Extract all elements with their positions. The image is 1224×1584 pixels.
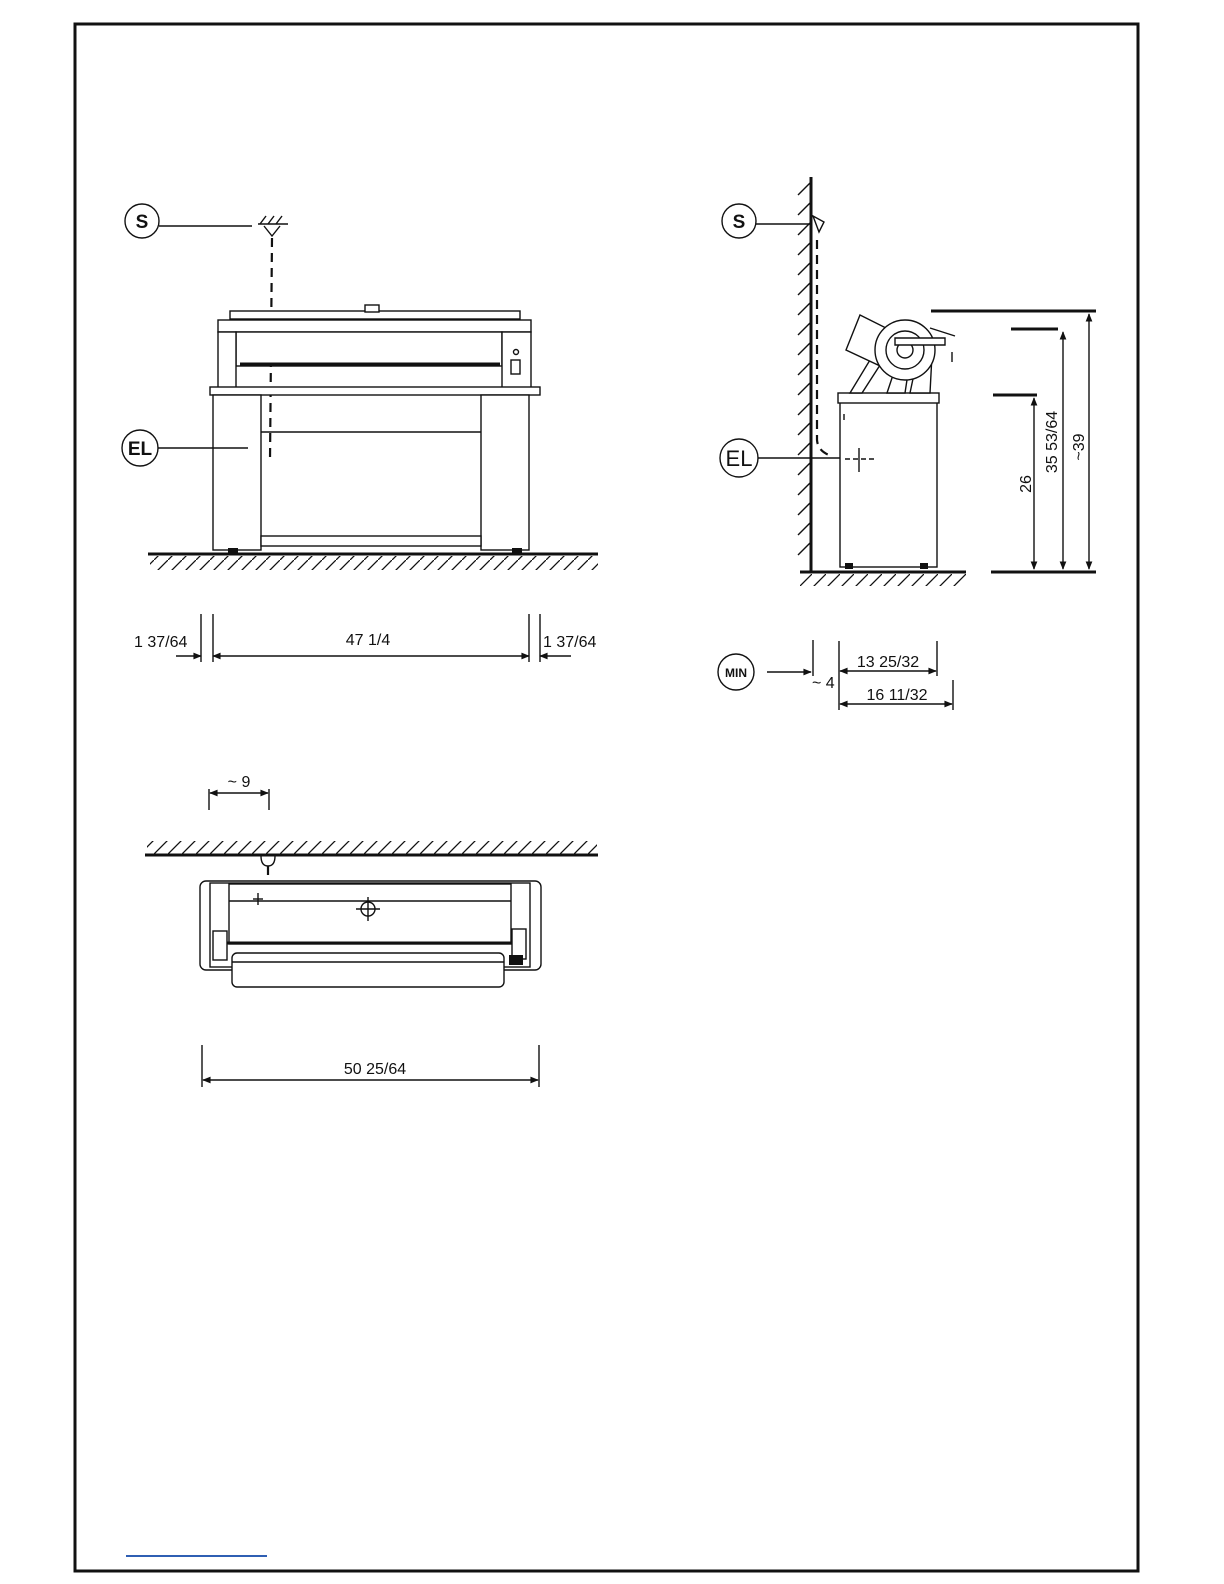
- top-width-dimension: 50 25/64: [202, 1045, 539, 1087]
- top-supply-icon: [261, 856, 275, 866]
- front-view: S: [122, 204, 598, 662]
- footer-link-underline[interactable]: [126, 1555, 267, 1557]
- supply-callout: S: [125, 204, 252, 238]
- svg-text:S: S: [733, 212, 746, 233]
- height-c-label: ~39: [1071, 433, 1088, 460]
- wall-clearance-label: ~ 4: [812, 675, 835, 692]
- top-view: ~ 9: [145, 774, 598, 1087]
- depth-a-label: 13 25/32: [857, 654, 919, 671]
- page-frame: [75, 24, 1138, 1571]
- dim-center-label: 47 1/4: [346, 632, 391, 649]
- top-offset-dimension: ~ 9: [209, 774, 269, 810]
- top-machine: [200, 881, 541, 987]
- side-wall: [798, 177, 811, 572]
- supply-pipe-side: [817, 240, 832, 456]
- supply-connection-icon: [258, 216, 288, 236]
- side-view: S EL: [718, 177, 1096, 710]
- height-b-label: 35 53/64: [1044, 411, 1061, 473]
- side-height-dimensions: 26 35 53/64 ~39: [931, 311, 1096, 572]
- side-depth-dimensions: MIN ~ 4 13 25/32 16 11/32: [718, 640, 953, 710]
- depth-b-label: 16 11/32: [866, 687, 927, 704]
- svg-text:EL: EL: [128, 439, 153, 460]
- min-callout: MIN: [725, 666, 747, 680]
- electric-callout-side: EL: [720, 439, 840, 477]
- width-label: 50 25/64: [344, 1061, 406, 1078]
- offset-label: ~ 9: [228, 774, 251, 791]
- front-machine: [210, 305, 540, 554]
- dim-right-label: 1 37/64: [543, 634, 596, 651]
- side-floor: [800, 572, 966, 586]
- svg-text:EL: EL: [726, 446, 753, 471]
- height-a-label: 26: [1018, 475, 1035, 493]
- dim-left-label: 1 37/64: [134, 634, 187, 651]
- supply-callout-side: S: [722, 204, 824, 238]
- top-wall: [145, 841, 598, 855]
- svg-text:S: S: [136, 212, 149, 233]
- side-machine: [838, 315, 955, 569]
- front-floor: [148, 554, 598, 570]
- front-dimensions: 1 37/64 47 1/4 1 37/64: [134, 614, 596, 662]
